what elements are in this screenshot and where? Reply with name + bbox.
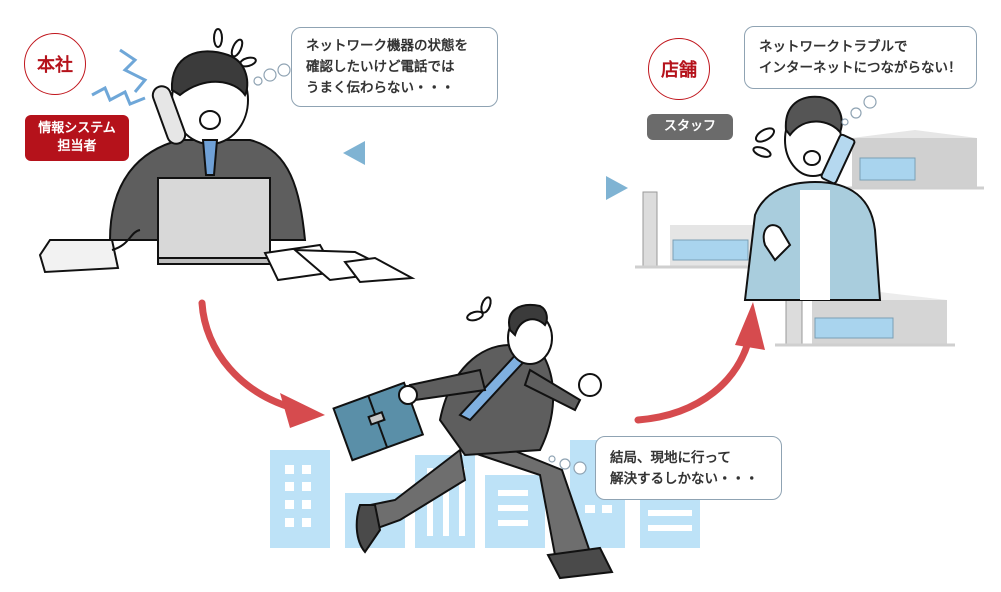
it-staff-badge: 情報システム 担当者 bbox=[25, 115, 129, 161]
store-thought-line-1: ネットワークトラブルで bbox=[759, 39, 908, 55]
thought-dots-icon bbox=[548, 455, 587, 475]
thought-dots-icon bbox=[841, 95, 877, 126]
field-visit-thought-line-2: 解決するしかない・・・ bbox=[610, 471, 759, 487]
store-building-icon bbox=[635, 191, 770, 269]
worried-store-staff-on-phone-icon bbox=[743, 95, 882, 301]
store-thought-line-2: インターネットにつながらない！ bbox=[759, 60, 962, 76]
staff-badge: スタッフ bbox=[647, 114, 733, 140]
field-visit-thought-bubble: 結局、現地に行って 解決するしかない・・・ bbox=[595, 436, 782, 500]
store-building-icon bbox=[775, 271, 955, 347]
it-staff-badge-line-1: 情報システム bbox=[38, 121, 116, 136]
running-businessman-icon bbox=[332, 296, 614, 580]
hq-thought-line-2: 確認したいけど電話では bbox=[306, 59, 455, 75]
staff-badge-text: スタッフ bbox=[663, 119, 716, 134]
thought-dots-icon bbox=[253, 63, 291, 86]
hq-thought-bubble: ネットワーク機器の状態を 確認したいけど電話では うまく伝わらない・・・ bbox=[291, 27, 498, 107]
it-staff-badge-line-2: 担当者 bbox=[57, 139, 97, 154]
field-visit-thought-line-1: 結局、現地に行って bbox=[610, 450, 731, 466]
hq-thought-line-1: ネットワーク機器の状態を bbox=[306, 38, 468, 54]
store-building-icon bbox=[845, 130, 984, 190]
dotted-arrow-right-icon bbox=[345, 176, 628, 200]
curved-arrow-up-icon bbox=[634, 302, 765, 424]
hq-thought-line-3: うまく伝わらない・・・ bbox=[306, 80, 455, 96]
store-label: 店舗 bbox=[648, 38, 710, 100]
store-thought-bubble: ネットワークトラブルで インターネットにつながらない！ bbox=[744, 26, 977, 89]
dotted-arrow-left-icon bbox=[343, 141, 625, 165]
worried-office-worker-on-phone-icon bbox=[38, 28, 416, 284]
headquarters-label-text: 本社 bbox=[37, 55, 73, 76]
curved-arrow-down-icon bbox=[198, 299, 325, 428]
headquarters-label: 本社 bbox=[24, 33, 86, 95]
store-label-text: 店舗 bbox=[661, 60, 697, 81]
